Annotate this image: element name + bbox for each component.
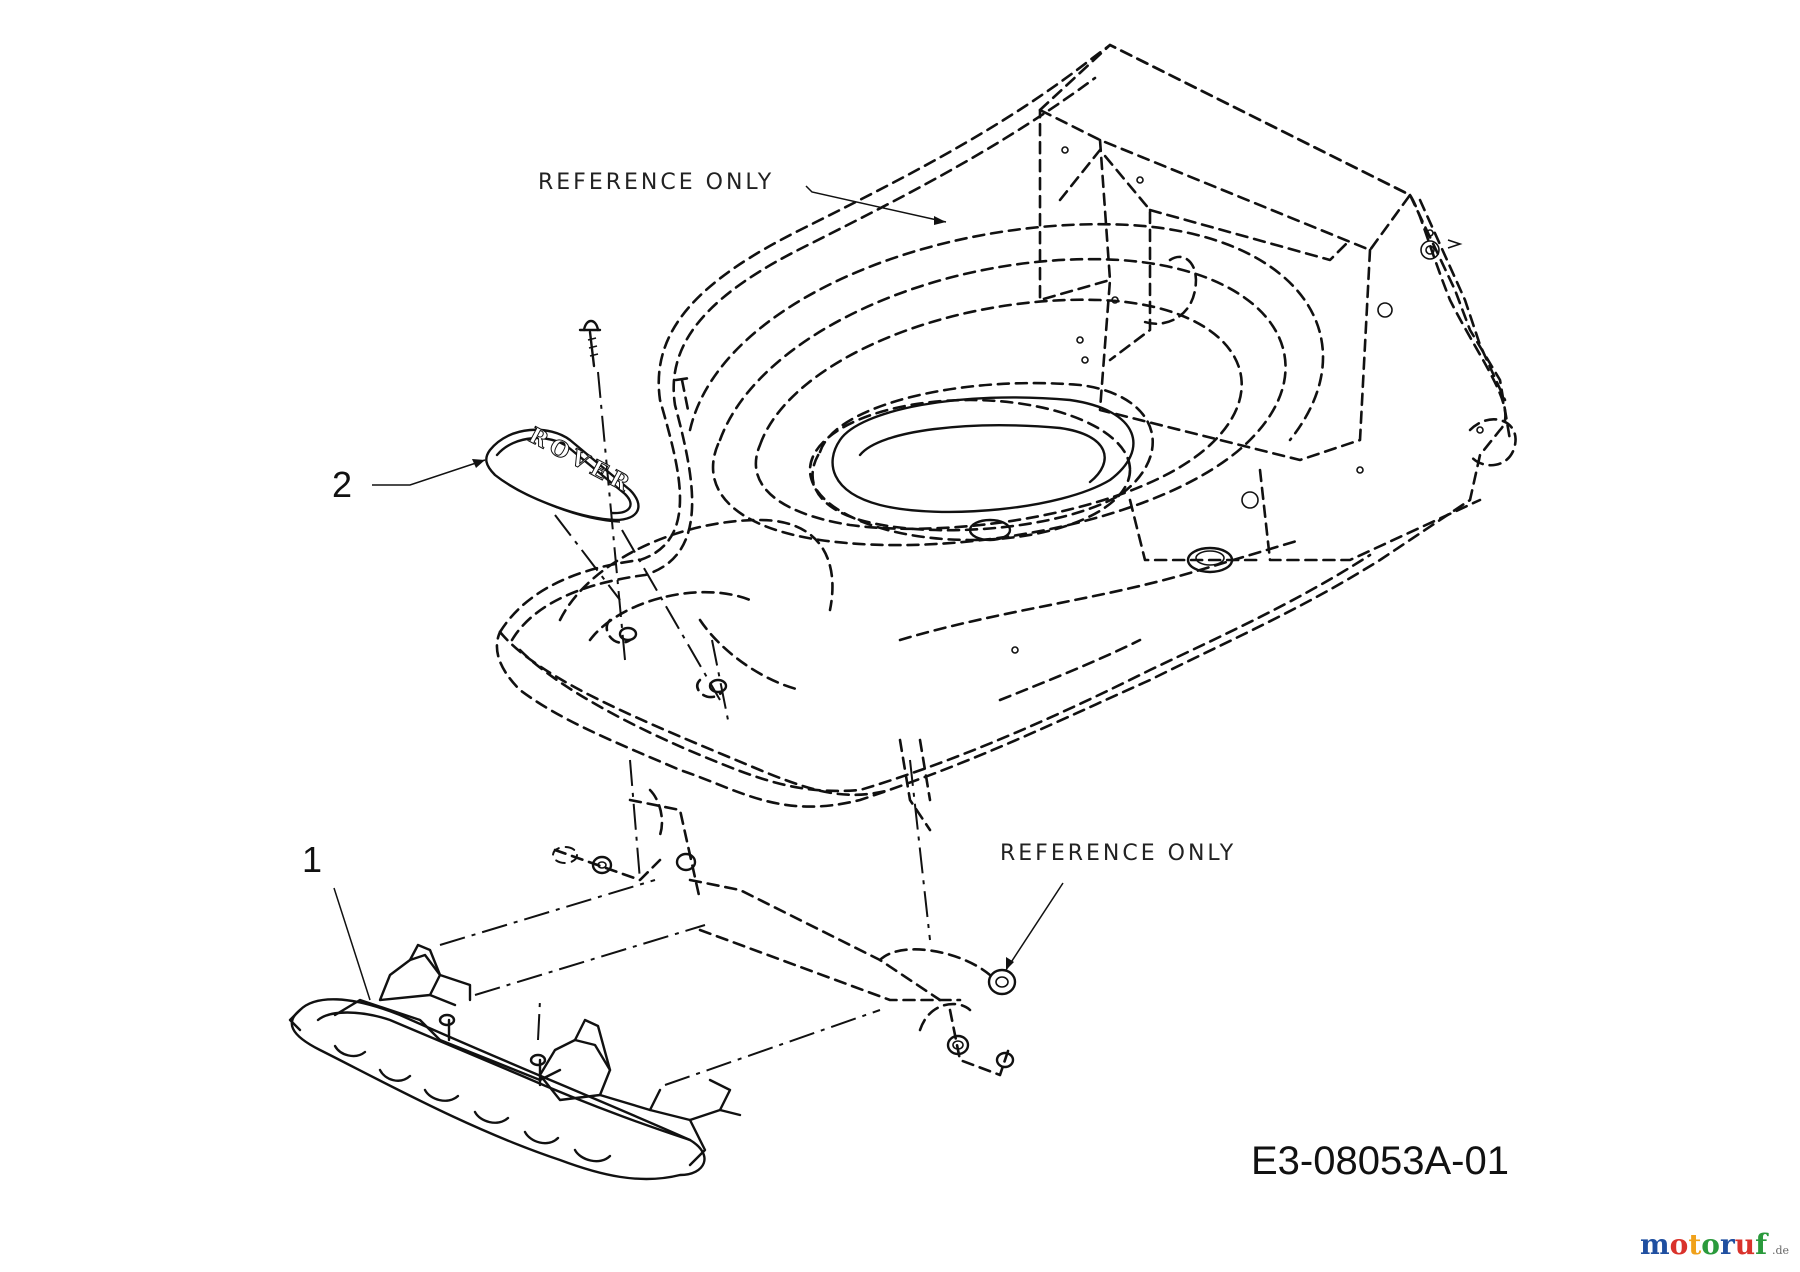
watermark-letter: f bbox=[1755, 1228, 1769, 1261]
reference-label-upper-text: REFERENCE ONLY bbox=[538, 170, 774, 195]
logo-badge-text: ROVER bbox=[524, 422, 634, 497]
watermark-letter: u bbox=[1735, 1228, 1755, 1261]
reference-label-lower-text: REFERENCE ONLY bbox=[1000, 841, 1236, 866]
deck-screw-reference bbox=[674, 376, 692, 412]
part-1-front-bumper bbox=[288, 943, 742, 1181]
watermark-suffix: .de bbox=[1772, 1244, 1789, 1257]
drawing-code: E3-08053A-01 bbox=[1251, 1139, 1509, 1183]
watermark-letter: o bbox=[1701, 1228, 1720, 1261]
direction-arrow-icon bbox=[1447, 239, 1463, 249]
part-2-logo-badge: ROVER bbox=[485, 422, 640, 523]
callout-1-label: 1 bbox=[302, 839, 322, 880]
assembly-centerlines bbox=[439, 371, 931, 1086]
callout-1: 1 bbox=[302, 839, 371, 1001]
watermark-letter: r bbox=[1720, 1228, 1736, 1261]
mower-deck-outline bbox=[495, 43, 1517, 832]
reference-label-upper: REFERENCE ONLY bbox=[538, 170, 947, 225]
reference-label-lower: REFERENCE ONLY bbox=[1000, 841, 1236, 971]
watermark-text: motoruf bbox=[1640, 1228, 1769, 1261]
callout-2-label: 2 bbox=[332, 464, 352, 505]
watermark-letter: o bbox=[1670, 1228, 1689, 1261]
screw-icon bbox=[578, 319, 602, 368]
watermark-letter: t bbox=[1688, 1228, 1701, 1261]
callout-2: 2 bbox=[332, 459, 486, 505]
lower-bracket-reference bbox=[552, 788, 1017, 1077]
watermark-letter: m bbox=[1640, 1228, 1670, 1261]
watermark-logo: motoruf .de bbox=[1640, 1228, 1789, 1261]
